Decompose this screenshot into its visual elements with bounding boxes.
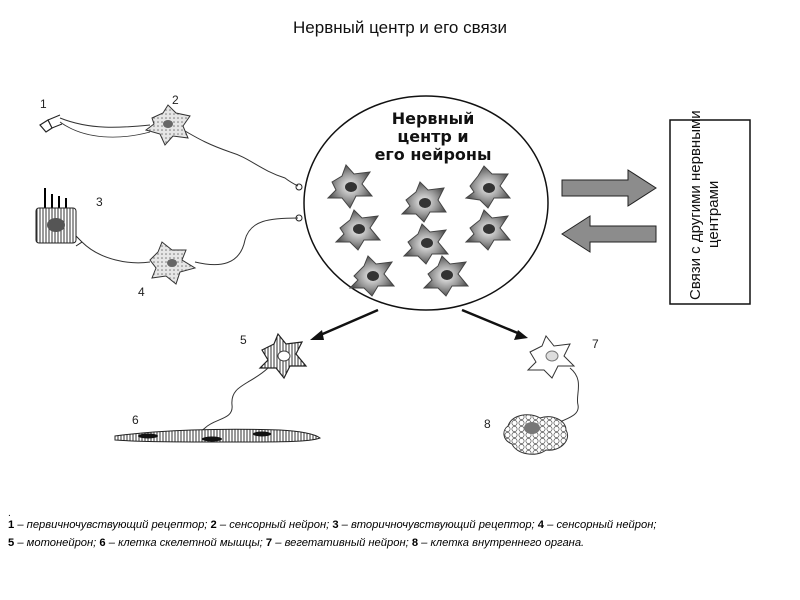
connections-box-line2: центрами — [705, 181, 722, 248]
caption-num-3: 3 — [332, 519, 339, 531]
caption-num-2: 2 — [210, 519, 217, 531]
output-arrow-right — [461, 308, 528, 340]
caption-num-5: 5 — [8, 537, 15, 549]
caption-text-1: – первичночувствующий рецептор; — [14, 519, 211, 531]
primary-receptor-1 — [39, 114, 63, 133]
axon-7-8 — [559, 367, 579, 423]
label-8: 8 — [484, 417, 491, 431]
caption-num-8: 8 — [411, 537, 419, 549]
label-5: 5 — [240, 333, 247, 347]
nerve-center-diagram: 1 2 3 4 Нервный центр и его нейроны — [35, 93, 751, 455]
label-7: 7 — [592, 337, 599, 351]
caption-dot: . — [8, 508, 11, 519]
caption-text-4: – сенсорный нейрон; — [544, 519, 657, 531]
caption-text-3: – вторичночувствующий рецептор; — [338, 519, 538, 531]
connections-box-line1: Связи с другими нервными — [687, 110, 704, 300]
caption-text-2: – сенсорный нейрон; — [216, 519, 333, 531]
caption-num-1: 1 — [8, 519, 15, 531]
caption-text-5: – мотонейрон; — [14, 537, 100, 549]
connections-box — [669, 119, 751, 305]
caption-text-8: – клетка внутреннего органа. — [418, 537, 585, 549]
axon-3-4 — [81, 217, 299, 266]
label-2: 2 — [172, 93, 179, 107]
label-6: 6 — [132, 413, 139, 427]
caption-num-4: 4 — [537, 519, 545, 531]
caption-num-7: 7 — [265, 537, 273, 549]
arrow-right-icon — [561, 169, 657, 207]
label-4: 4 — [138, 285, 145, 299]
center-title-line2: центр и — [397, 127, 468, 146]
slide-title: Нервный центр и его связи — [293, 18, 507, 37]
label-3: 3 — [96, 195, 103, 209]
legend-caption: 1 – первичночувствующий рецептор; 2 – се… — [8, 516, 792, 552]
center-title-line3: его нейроны — [375, 145, 492, 164]
caption-text-7: – вегетативный нейрон; — [272, 537, 412, 549]
output-arrow-left — [310, 308, 379, 340]
axon-1-2 — [59, 117, 299, 187]
caption-text-6: – клетка скелетной мышцы; — [105, 537, 266, 549]
central-neurons — [326, 164, 512, 297]
center-title-line1: Нервный — [392, 109, 475, 128]
label-1: 1 — [40, 97, 47, 111]
arrow-left-icon — [561, 215, 657, 253]
caption-num-6: 6 — [99, 537, 106, 549]
internal-organ-cell-8 — [503, 414, 568, 455]
secondary-receptor-3 — [35, 188, 83, 247]
axon-5-6 — [199, 367, 269, 433]
